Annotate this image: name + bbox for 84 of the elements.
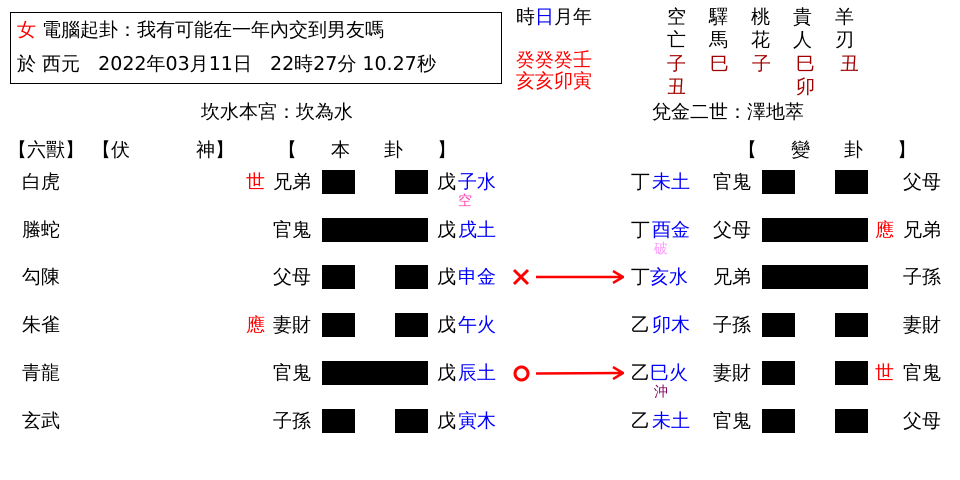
- spirit-heading: 驛馬: [709, 6, 729, 52]
- relation-label: 官鬼: [713, 410, 751, 432]
- spirit-value: 子: [752, 53, 772, 76]
- line-marker: 應: [875, 219, 894, 241]
- branch-label: 辰土: [458, 362, 496, 384]
- question-text: 電腦起卦：我有可能在一年內交到男友嗎: [42, 19, 384, 41]
- palace-heading: 坎水本宮：坎為水: [201, 101, 353, 123]
- relation-label: 父母: [713, 219, 751, 241]
- relation-label: 父母: [903, 410, 941, 432]
- relation-label: 兄弟: [713, 266, 751, 288]
- spirit-value: 巳卯: [796, 53, 816, 99]
- spirit-value: 子丑: [667, 53, 687, 99]
- column-heading: 【 本 卦 】: [278, 139, 456, 161]
- arrow: [536, 270, 624, 284]
- relation-label: 妻財: [713, 362, 751, 384]
- stem-label: 戊: [437, 171, 456, 193]
- status-note: 沖: [654, 384, 668, 400]
- circle-mark: [513, 365, 530, 382]
- line-marker: 應: [246, 314, 265, 336]
- spirit-label: 螣蛇: [22, 219, 60, 241]
- relation-label: 官鬼: [273, 362, 311, 384]
- branch-label: 巳火: [650, 362, 688, 384]
- pillar-heading: 時: [516, 6, 535, 28]
- spirit-label: 朱雀: [22, 314, 60, 336]
- branch-label: 戌土: [458, 219, 496, 241]
- stem-label: 戊: [437, 266, 456, 288]
- spirit-label: 青龍: [22, 362, 60, 384]
- column-heading: 【六獸】: [8, 139, 84, 161]
- spirit-label: 玄武: [22, 410, 60, 432]
- pillar-heading: 月年: [554, 6, 592, 28]
- line-marker: 世: [246, 171, 265, 193]
- spirit-heading: 羊刃: [835, 6, 855, 52]
- line-marker: 世: [875, 362, 894, 384]
- spirit-value: 丑: [840, 53, 860, 76]
- stem-label: 丁: [631, 219, 650, 241]
- stem-label: 戊: [437, 219, 456, 241]
- relation-label: 兄弟: [903, 219, 941, 241]
- relation-label: 官鬼: [713, 171, 751, 193]
- stem-label: 乙: [631, 314, 650, 336]
- relation-label: 妻財: [903, 314, 941, 336]
- column-heading: 【伏 神】: [92, 139, 234, 161]
- relation-label: 官鬼: [903, 362, 941, 384]
- spirit-label: 白虎: [22, 171, 60, 193]
- palace-heading: 兌金二世：澤地萃: [652, 101, 804, 123]
- status-note: 破: [654, 241, 668, 257]
- status-note: 空: [458, 193, 472, 209]
- branch-label: 酉金: [652, 219, 690, 241]
- branch-label: 未土: [652, 171, 690, 193]
- relation-label: 父母: [903, 171, 941, 193]
- branch-label: 亥水: [650, 266, 688, 288]
- stem-label: 戊: [437, 362, 456, 384]
- spirit-value: 巳: [710, 53, 730, 76]
- date-text: 於 西元 2022年03月11日 22時27分 10.27秒: [17, 53, 436, 75]
- stem-label: 乙: [631, 362, 650, 384]
- stem-label: 丁: [631, 266, 650, 288]
- stem-label: 戊: [437, 314, 456, 336]
- relation-label: 兄弟: [273, 171, 311, 193]
- column-heading: 【 變 卦 】: [738, 139, 916, 161]
- spirit-label: 勾陳: [22, 266, 60, 288]
- spirit-heading: 貴人: [793, 6, 813, 52]
- spirit-heading: 桃花: [751, 6, 771, 52]
- branch-label: 申金: [458, 266, 496, 288]
- relation-label: 子孫: [273, 410, 311, 432]
- stem-label: 乙: [631, 410, 650, 432]
- branch-label: 午火: [458, 314, 496, 336]
- relation-label: 子孫: [903, 266, 941, 288]
- stem-label: 丁: [631, 171, 650, 193]
- relation-label: 子孫: [713, 314, 751, 336]
- cross-mark: [512, 268, 530, 286]
- relation-label: 父母: [273, 266, 311, 288]
- stem-label: 戊: [437, 410, 456, 432]
- branch-label: 寅木: [458, 410, 496, 432]
- branch-label: 卯木: [652, 314, 690, 336]
- branch-label: 子水: [458, 171, 496, 193]
- spirit-heading: 空亡: [667, 6, 687, 52]
- relation-label: 官鬼: [273, 219, 311, 241]
- header-box: [10, 12, 502, 84]
- pillar-heading: 日: [535, 6, 554, 28]
- stem-row: 癸癸癸壬: [516, 49, 592, 71]
- branch-label: 未土: [652, 410, 690, 432]
- branch-row: 亥亥卯寅: [516, 70, 592, 92]
- arrow: [536, 366, 624, 380]
- relation-label: 妻財: [273, 314, 311, 336]
- gender-text: 女: [17, 19, 36, 41]
